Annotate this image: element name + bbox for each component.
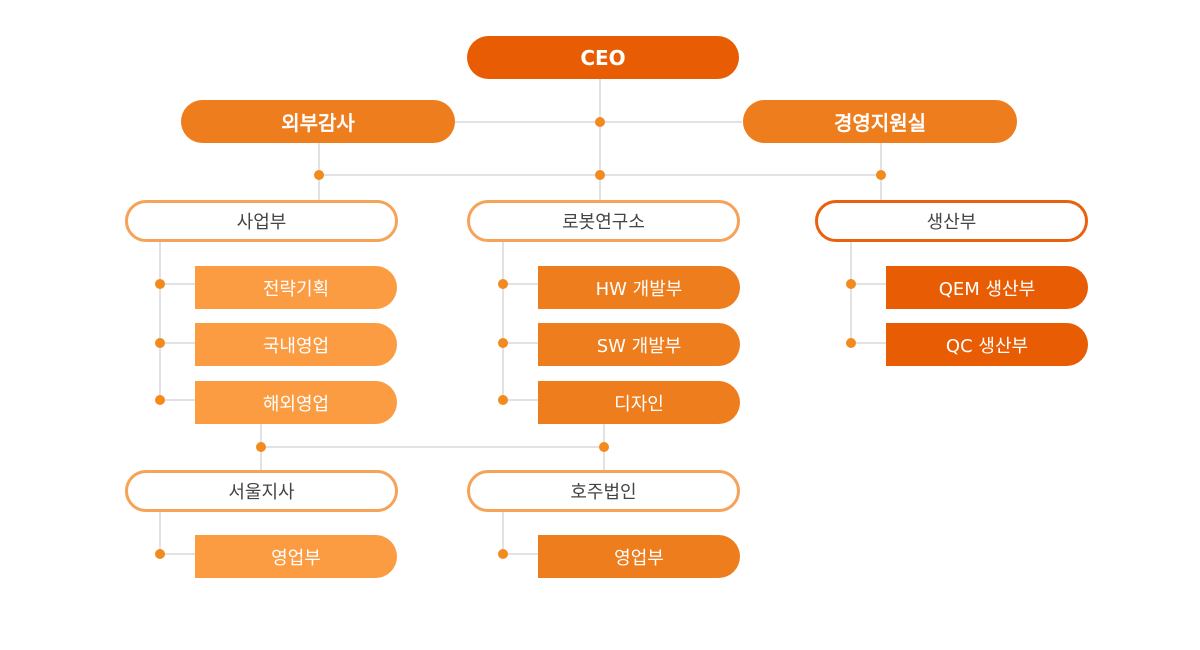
node-australia-corp: 호주법인 xyxy=(467,470,740,512)
node-qc-production: QC 생산부 xyxy=(886,323,1088,366)
node-design: 디자인 xyxy=(538,381,740,424)
node-external-audit: 외부감사 xyxy=(181,100,455,143)
node-robot-lab: 로봇연구소 xyxy=(467,200,740,242)
node-qem-production: QEM 생산부 xyxy=(886,266,1088,309)
node-seoul-sales: 영업부 xyxy=(195,535,397,578)
node-management-support: 경영지원실 xyxy=(743,100,1017,143)
node-sw-dev: SW 개발부 xyxy=(538,323,740,366)
node-business-division: 사업부 xyxy=(125,200,398,242)
node-strategy-planning: 전략기획 xyxy=(195,266,397,309)
node-ceo: CEO xyxy=(467,36,739,79)
node-seoul-branch: 서울지사 xyxy=(125,470,398,512)
node-australia-sales: 영업부 xyxy=(538,535,740,578)
node-production: 생산부 xyxy=(815,200,1088,242)
node-overseas-sales: 해외영업 xyxy=(195,381,397,424)
node-hw-dev: HW 개발부 xyxy=(538,266,740,309)
node-domestic-sales: 국내영업 xyxy=(195,323,397,366)
